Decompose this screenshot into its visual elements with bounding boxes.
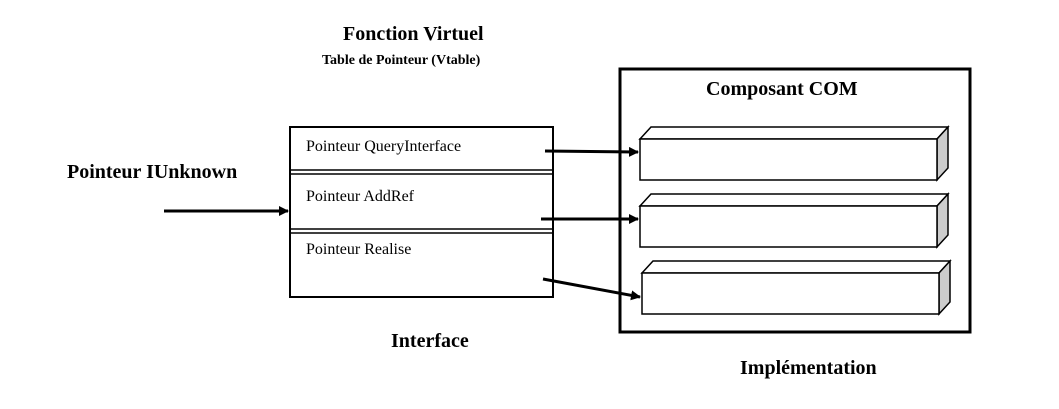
diagram-title: Fonction Virtuel [343,23,484,45]
vtable-box [289,126,554,298]
component-box [618,67,972,334]
impl-box-3 [640,259,952,316]
diagram-subtitle: Table de Pointeur (Vtable) [322,53,481,68]
iunknown-label: Pointeur IUnknown [67,161,238,183]
vtable-entry-queryinterface: Pointeur QueryInterface [306,138,462,155]
queryinterface-arrow [544,146,639,157]
impl-box-1 [638,125,950,182]
impl-box-2 [638,192,950,249]
component-title: Composant COM [706,78,858,100]
vtable-entry-realise: Pointeur Realise [306,241,412,258]
realise-arrow [542,277,641,301]
interface-label: Interface [391,330,469,352]
vtable-entry-addref: Pointeur AddRef [306,188,414,205]
implementation-label: Implémentation [740,357,877,379]
